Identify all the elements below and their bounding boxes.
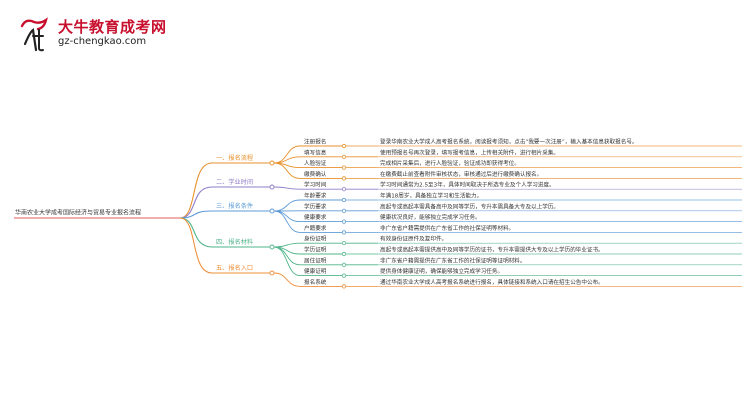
branch-node-dot bbox=[269, 270, 275, 276]
leaf-label: 健康证明 bbox=[304, 267, 327, 275]
branch-label: 四、报名材料 bbox=[216, 238, 253, 246]
leaf-description: 完成相片采集后，进行人脸验证，验证成功即获得考位。 bbox=[380, 159, 520, 167]
branch-node-dot bbox=[269, 184, 275, 190]
branch-node-dot bbox=[269, 244, 275, 250]
leaf-node-dot bbox=[341, 230, 347, 235]
branch-label: 二、学业时间 bbox=[216, 178, 253, 186]
leaf-description: 通过华南农业大学成人高考报名系统进行报名，具体链接和系统入口请在招生公告中公布。 bbox=[380, 278, 604, 286]
branch-label: 一、报名流程 bbox=[216, 154, 253, 162]
branch-label: 五、报名入口 bbox=[216, 264, 253, 272]
leaf-node-dot bbox=[341, 284, 347, 289]
leaf-label: 学习时间 bbox=[304, 181, 327, 189]
leaf-label: 身份证明 bbox=[304, 235, 327, 243]
leaf-label: 年龄要求 bbox=[304, 192, 327, 200]
branch-link bbox=[179, 162, 213, 219]
leaf-description: 非广东省户籍需提供在广东省工作的社保证明等证明材料。 bbox=[380, 256, 525, 264]
leaf-description: 登录华南农业大学成人高考报名系统，阅读报考须知，点击“我要一次注册”，输入基本信… bbox=[380, 138, 638, 146]
leaf-description: 学习时间通常为2.5至3年，具体时间取决于所选专业及个人学习进度。 bbox=[380, 181, 555, 189]
leaf-node-dot bbox=[341, 143, 347, 149]
branch-node-dot bbox=[269, 208, 275, 214]
leaf-label: 户籍要求 bbox=[304, 224, 327, 232]
leaf-label: 人脸验证 bbox=[304, 159, 327, 167]
leaf-node-dot bbox=[341, 241, 347, 246]
branch-node-dot bbox=[269, 160, 275, 166]
leaf-description: 非广东省户籍需提供在广东省工作的社保证明等材料。 bbox=[380, 224, 514, 232]
mindmap-nodes: 华南农业大学成考国际经济与贸易专业报名流程 一、报名流程 注册报名 登录华南农业大学成… bbox=[15, 138, 638, 289]
leaf-label: 学历要求 bbox=[304, 202, 327, 210]
leaf-link bbox=[273, 145, 301, 164]
leaf-description: 高起专或高起本需具备高中及同等学历，专升本需具备大专及以上学历。 bbox=[380, 202, 559, 210]
branch-link bbox=[179, 217, 213, 248]
leaf-link bbox=[273, 199, 301, 212]
leaf-node-dot bbox=[341, 197, 347, 203]
leaf-link bbox=[273, 246, 301, 277]
leaf-node-dot bbox=[341, 176, 347, 181]
branch-link bbox=[179, 217, 213, 274]
leaf-label: 健康要求 bbox=[304, 213, 327, 221]
leaf-description: 提供身体健康证明，确保能够独立完成学习任务。 bbox=[380, 267, 503, 275]
branch-link bbox=[179, 186, 213, 219]
leaf-node-dot bbox=[341, 262, 347, 267]
leaf-description: 年满18周岁，具备独立学习和生活能力。 bbox=[380, 192, 482, 200]
leaf-link bbox=[273, 210, 301, 233]
mindmap-links bbox=[14, 145, 742, 287]
root-node: 华南农业大学成考国际经济与贸易专业报名流程 bbox=[15, 209, 141, 217]
leaf-description: 高起专或高起本需提供高中及同等学历的证书，专升本需提供大专及以上学历的毕业证书。 bbox=[380, 246, 604, 254]
site-logo[interactable]: 大牛教育成考网 gz-chengkao.com bbox=[16, 14, 176, 54]
leaf-link bbox=[273, 242, 301, 248]
leaf-label: 报名系统 bbox=[304, 278, 327, 286]
leaf-link bbox=[273, 272, 301, 287]
leaf-node-dot bbox=[341, 219, 347, 224]
branch-link bbox=[179, 210, 213, 219]
leaf-description: 在缴费截止前查看附件审核状态，审核通过后进行缴费确认报名。 bbox=[380, 170, 542, 178]
leaf-node-dot bbox=[341, 165, 347, 170]
site-url: gz-chengkao.com bbox=[58, 36, 147, 47]
leaf-node-dot bbox=[341, 187, 347, 192]
leaf-label: 缴费确认 bbox=[304, 170, 327, 178]
leaf-node-dot bbox=[341, 273, 347, 278]
leaf-link bbox=[273, 162, 301, 179]
leaf-label: 学历证明 bbox=[304, 246, 327, 254]
leaf-label: 注册报名 bbox=[304, 138, 326, 146]
leaf-label: 填写信息 bbox=[304, 148, 327, 156]
leaf-node-dot bbox=[341, 154, 347, 159]
leaf-description: 健康状况良好，能够独立完成学习任务。 bbox=[380, 213, 481, 221]
leaf-node-dot bbox=[341, 208, 347, 213]
bull-logo-icon bbox=[20, 17, 48, 52]
leaf-description: 使用预报名号再次登录，填写报考信息，上传相关附件，进行相片采集。 bbox=[380, 148, 559, 156]
leaf-node-dot bbox=[341, 251, 347, 257]
leaf-label: 居住证明 bbox=[304, 256, 327, 264]
leaf-description: 有效身份证原件及复印件。 bbox=[380, 235, 447, 243]
leaf-link bbox=[273, 186, 301, 190]
leaf-link bbox=[273, 210, 301, 223]
branch-label: 三、报名条件 bbox=[216, 202, 253, 210]
site-title: 大牛教育成考网 bbox=[58, 18, 167, 36]
